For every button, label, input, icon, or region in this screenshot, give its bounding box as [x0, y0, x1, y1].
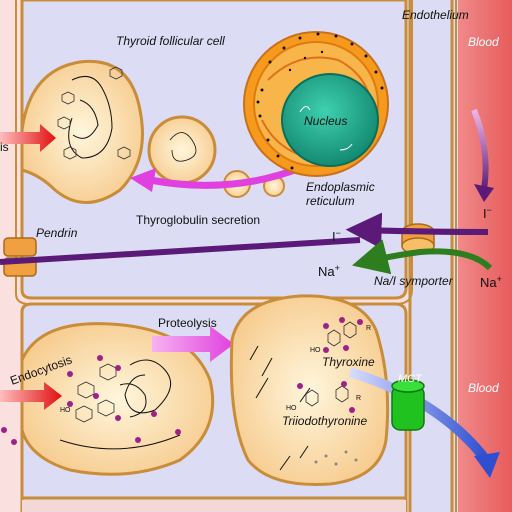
hormone-export-arrow	[348, 367, 490, 464]
er-label-line1: Endoplasmic	[306, 180, 375, 194]
ribosome-dots	[256, 32, 384, 170]
thyroglobulin-secretion-label: Thyroglobulin secretion	[136, 213, 260, 227]
blood-label-top: Blood	[468, 35, 499, 49]
na-i-symporter-label: Na/I symporter	[374, 274, 454, 288]
iodide-blood-arrow	[471, 108, 489, 191]
ho-group-2: HO	[310, 347, 321, 354]
nucleus	[281, 73, 379, 167]
thyroid-follicular-cell-label: Thyroid follicular cell	[116, 34, 225, 48]
proteolysis-arrow	[152, 326, 234, 362]
triiodothyronine-label: Triiodothyronine	[282, 414, 367, 428]
lysosome	[229, 294, 390, 486]
endocytic-vesicle	[20, 322, 215, 476]
exocytosis-label-fragment: is	[0, 140, 9, 154]
exocytosis-arrow	[0, 124, 56, 152]
exocytosis-vesicle	[20, 59, 144, 204]
iodide-symporter-arrow	[345, 212, 489, 249]
iodide-label-blood: I−	[483, 205, 492, 221]
pendrin-label: Pendrin	[36, 226, 78, 240]
sodium-symporter-arrow	[352, 239, 493, 275]
iodide-label-cell: I−	[332, 228, 341, 244]
ho-group-1: HO	[60, 407, 71, 414]
r-group-thyroxine: R	[366, 325, 371, 332]
endothelium-label: Endothelium	[402, 8, 469, 22]
amino-acid-debris	[314, 450, 358, 466]
r-group-triiodothyronine: R	[356, 395, 361, 402]
pendrin-transporter	[3, 237, 37, 257]
proteolysis-label: Proteolysis	[158, 316, 217, 330]
secretion-vesicle-large	[147, 115, 217, 185]
thyroxine-label: Thyroxine	[322, 355, 375, 369]
sodium-label-cell: Na+	[318, 263, 340, 279]
ho-group-3: HO	[286, 405, 297, 412]
mct-label: MCT	[398, 373, 423, 385]
iodide-transport-arrow	[0, 237, 361, 265]
sodium-label-blood: Na+	[480, 274, 502, 290]
endocytosis-arrow	[0, 382, 62, 410]
thyroglobulin-secretion-arrow	[146, 164, 304, 189]
er-label-line2: reticulum	[306, 194, 355, 208]
nucleus-label: Nucleus	[304, 114, 347, 128]
blood-label-bottom: Blood	[468, 381, 499, 395]
